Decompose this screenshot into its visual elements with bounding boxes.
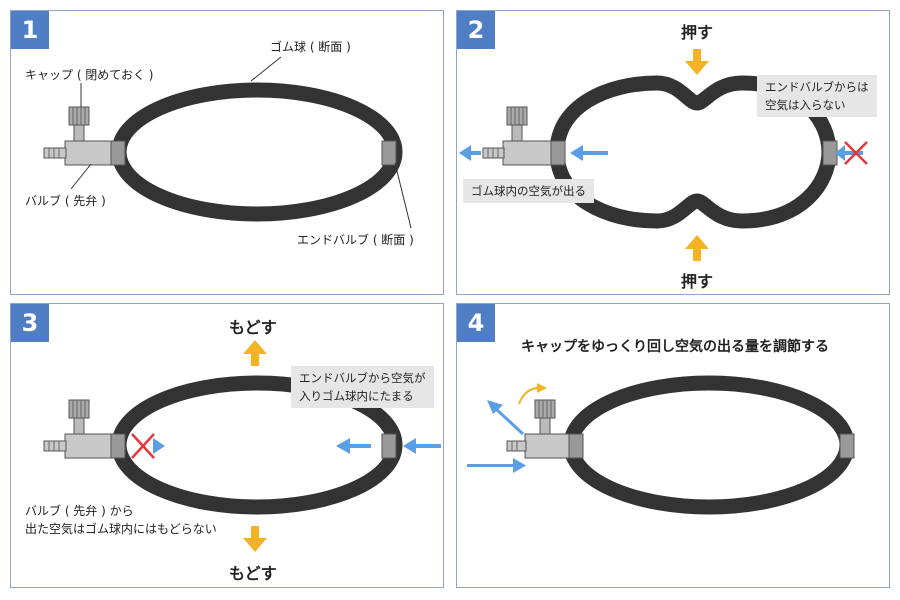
release-arrow-down-icon xyxy=(243,526,267,552)
air-out-diagonal-arrow-icon xyxy=(487,400,525,436)
label-valve: バルブ ( 先弁 ) xyxy=(25,194,106,208)
rubber-ball xyxy=(563,375,855,515)
flow-arrow-in-outer-icon xyxy=(403,438,441,454)
flow-arrow-blocked-icon xyxy=(835,145,863,161)
valve-icon xyxy=(506,399,584,459)
label-push-bottom: 押す xyxy=(681,272,714,291)
note-end-valve: エンドバルブからは 空気は入らない xyxy=(757,75,877,117)
label-rubber-ball: ゴム球 ( 断面 ) xyxy=(270,40,351,54)
panel-4-title: キャップをゆっくり回し空気の出る量を調節する xyxy=(521,339,829,355)
label-return-top: もどす xyxy=(229,318,277,337)
rotate-arrowhead-icon xyxy=(537,383,547,393)
cross-icon xyxy=(131,433,155,459)
flow-arrow-in-icon xyxy=(336,438,371,454)
label-push-top: 押す xyxy=(681,23,714,42)
rotate-arrow-icon xyxy=(518,387,540,405)
flow-arrow-blocked-icon xyxy=(153,438,165,454)
step-number: 4 xyxy=(457,304,495,342)
panel-3: 3 xyxy=(10,303,444,588)
valve-icon xyxy=(43,399,126,459)
air-in-arrow-icon xyxy=(467,458,526,473)
label-return-bottom: もどす xyxy=(229,564,277,583)
push-arrow-up-icon xyxy=(685,235,709,261)
flow-arrow-out-icon xyxy=(459,145,481,161)
panel-4: 4 キャップをゆっくり回し空気の出る量を調節する xyxy=(456,303,890,588)
label-valve-note: バルブ ( 先弁 ) から 出た空気はゴム球内にはもどらない xyxy=(25,504,217,536)
bulb-diagram xyxy=(43,340,441,552)
step-number: 2 xyxy=(457,11,495,49)
panel-2: 2 xyxy=(456,10,890,295)
end-valve-icon xyxy=(822,140,838,166)
step-number: 1 xyxy=(11,11,49,49)
note-air-in: エンドバルブから空気が 入りゴム球内にたまる xyxy=(291,366,434,408)
bulb-diagram xyxy=(43,56,412,229)
flow-arrow-left-icon xyxy=(570,145,608,161)
valve-icon xyxy=(482,106,566,166)
release-arrow-up-icon xyxy=(243,340,267,366)
rubber-ball xyxy=(111,82,403,222)
end-valve-icon xyxy=(381,140,397,166)
bulb-diagram xyxy=(459,49,868,261)
push-arrow-down-icon xyxy=(685,49,709,75)
end-valve-icon xyxy=(381,433,397,459)
step-number: 3 xyxy=(11,304,49,342)
cross-icon xyxy=(844,141,868,165)
label-cap: キャップ ( 閉めておく ) xyxy=(25,68,154,82)
end-valve-icon xyxy=(839,433,855,459)
valve-icon xyxy=(43,106,126,166)
note-air-out: ゴム球内の空気が出る xyxy=(463,179,594,203)
label-end-valve: エンドバルブ ( 断面 ) xyxy=(297,233,414,247)
panel-1: 1 ゴム球 ( 断面 ) キャップ ( 閉めておく ) バルブ ( 先弁 ) エ… xyxy=(10,10,444,295)
bulb-diagram xyxy=(467,375,855,515)
